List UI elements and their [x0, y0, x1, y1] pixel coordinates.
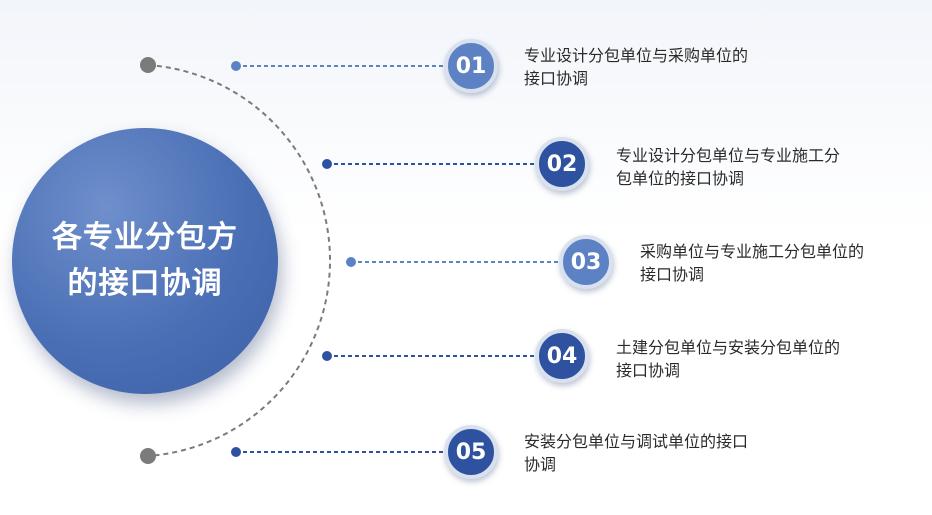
item-label-5-line-1: 安装分包单位与调试单位的接口	[524, 432, 749, 451]
item-label-1: 专业设计分包单位与采购单位的 接口协调	[524, 44, 748, 90]
connector-dot-3	[346, 257, 356, 267]
central-topic-line-2: 的接口协调	[67, 266, 223, 301]
dashed-arc	[147, 64, 331, 457]
item-number-badge-2: 02	[535, 137, 589, 191]
central-topic-circle: 各专业分包方 的接口协调	[12, 128, 278, 394]
item-label-3-line-1: 采购单位与专业施工分包单位的	[640, 242, 865, 261]
item-label-4-line-1: 土建分包单位与安装分包单位的	[616, 338, 841, 357]
item-number-badge-5: 05	[444, 425, 498, 479]
arc-end-dot-bottom	[140, 448, 156, 464]
arc-end-dot-top	[140, 57, 156, 73]
item-label-3: 采购单位与专业施工分包单位的 接口协调	[640, 240, 864, 286]
item-label-4-line-2: 接口协调	[616, 361, 681, 380]
item-label-5-line-2: 协调	[524, 455, 557, 474]
item-label-4: 土建分包单位与安装分包单位的 接口协调	[616, 336, 840, 382]
item-label-3-line-2: 接口协调	[640, 265, 705, 284]
item-label-1-line-2: 接口协调	[524, 69, 589, 88]
connector-dot-1	[231, 61, 241, 71]
item-label-2-line-2: 包单位的接口协调	[616, 169, 745, 188]
item-number-badge-4: 04	[535, 329, 589, 383]
item-number-badge-3: 03	[559, 235, 613, 289]
connector-dot-2	[322, 159, 332, 169]
item-number-badge-1: 01	[444, 39, 498, 93]
connector-dot-4	[322, 351, 332, 361]
connector-dot-5	[231, 447, 241, 457]
central-topic-line-1: 各专业分包方	[52, 220, 238, 255]
item-label-2: 专业设计分包单位与专业施工分 包单位的接口协调	[616, 144, 840, 190]
item-label-5: 安装分包单位与调试单位的接口 协调	[524, 430, 748, 476]
item-label-1-line-1: 专业设计分包单位与采购单位的	[524, 46, 749, 65]
item-label-2-line-1: 专业设计分包单位与专业施工分	[616, 146, 841, 165]
